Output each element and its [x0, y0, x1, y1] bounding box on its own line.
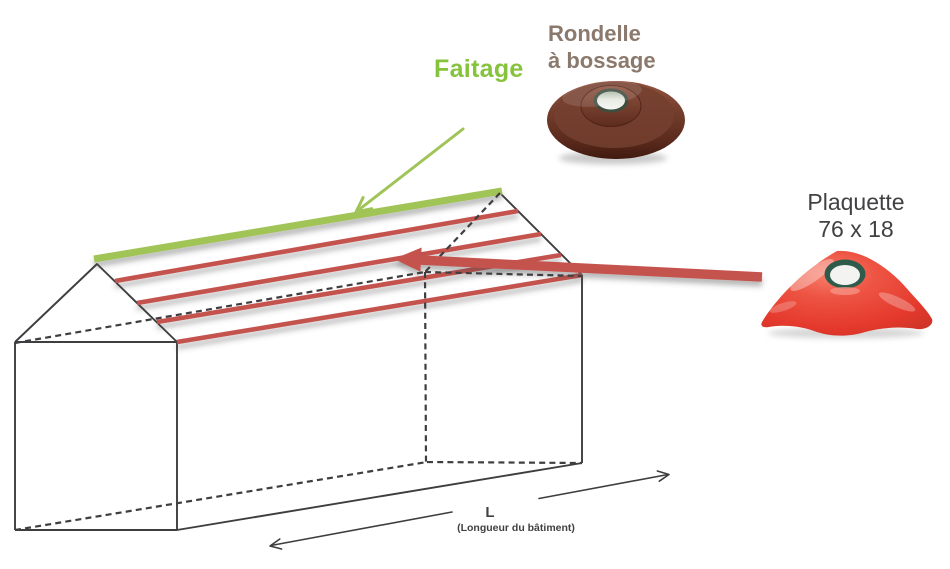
- rondelle-hole: [597, 91, 625, 110]
- dimension-line-left: [270, 511, 453, 547]
- plaquette-label-line2: 76 x 18: [818, 216, 894, 242]
- plaquette-label: Plaquette 76 x 18: [776, 189, 936, 243]
- plaquette-hole-lip: [830, 287, 860, 295]
- faitage-arrowhead-icon: [354, 196, 374, 214]
- rondelle-label-line2: à bossage: [548, 48, 656, 73]
- purlin-line-1: [114, 208, 519, 284]
- rondelle-highlight: [562, 81, 642, 107]
- rondelle-image: [547, 81, 685, 165]
- dimension-line-right: [538, 473, 669, 500]
- rondelle-label-line1: Rondelle: [548, 21, 641, 46]
- ridge-line: [93, 187, 503, 263]
- dimension-arrow: [269, 470, 670, 550]
- plaquette-highlight-right: [878, 292, 916, 312]
- plaquette-arrowhead-icon: [394, 247, 422, 272]
- plaquette-arrow-shaft: [418, 255, 763, 282]
- plaquette-highlight-wing: [769, 301, 797, 313]
- plaquette-hole: [830, 265, 860, 285]
- dimension-caption-label: (Longueur du bâtiment): [457, 522, 575, 534]
- faitage-label: Faitage: [434, 55, 524, 83]
- dimension-letter-label: L: [485, 504, 495, 521]
- plaquette-arrow: [394, 247, 763, 282]
- purlin-line-4: [176, 272, 583, 345]
- plaquette-label-line1: Plaquette: [807, 189, 905, 215]
- faitage-arrow-shaft: [354, 127, 465, 214]
- dimension-arrowhead-right-icon: [656, 470, 670, 482]
- purlin-lines: [114, 208, 583, 345]
- purlin-line-2: [136, 231, 542, 306]
- plaquette-image: [761, 250, 933, 339]
- plaquette-highlight-left: [790, 259, 834, 291]
- rondelle-label: Rondelle à bossage: [548, 20, 656, 74]
- dimension-arrowhead-left-icon: [269, 538, 283, 550]
- building-hidden-edges: [14, 192, 583, 532]
- faitage-arrow: [354, 127, 465, 214]
